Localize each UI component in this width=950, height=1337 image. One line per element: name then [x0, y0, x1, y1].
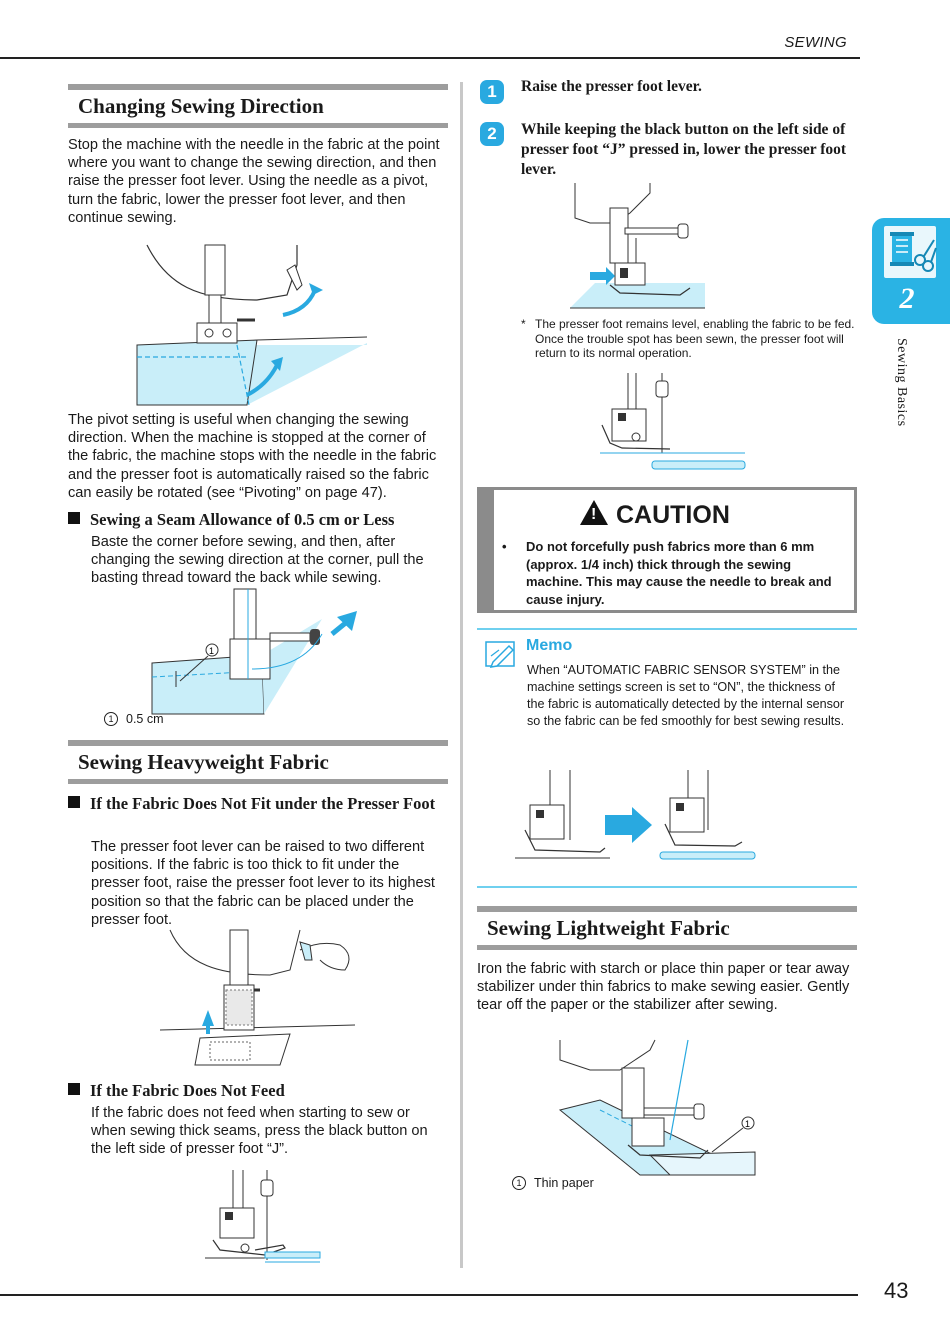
caution-item: • Do not forcefully push fabrics more th… — [502, 538, 842, 608]
seam-allowance-text: Baste the corner before sewing, and then… — [91, 534, 424, 587]
not-feed-text: If the fabric does not feed when startin… — [91, 1105, 428, 1158]
pivot-note: The pivot setting is useful when changin… — [68, 412, 437, 501]
step-1-text: Raise the presser foot lever. — [521, 78, 702, 95]
section-title: Changing Sewing Direction — [78, 94, 324, 118]
column-divider — [460, 82, 463, 1268]
footnote-mark: * — [521, 317, 526, 331]
lightweight-text: Iron the fabric with starch or place thi… — [477, 961, 850, 1014]
caution-text: Do not forcefully push fabrics more than… — [526, 539, 832, 607]
seam-allowance-illustration: 1 — [151, 588, 357, 715]
chapter-number: 2 — [899, 282, 915, 315]
heavy-fabric-illustration — [159, 929, 356, 1066]
section-heading-heavyweight: Sewing Heavyweight Fabric — [68, 740, 448, 784]
chapter-tab: 2 — [872, 218, 950, 324]
step-number-1: 1 — [480, 80, 504, 104]
svg-text:1: 1 — [209, 646, 214, 656]
header-rule — [0, 57, 860, 59]
not-fit-text: The presser foot lever can be raised to … — [91, 839, 435, 928]
black-button-foot-illustration — [205, 1170, 321, 1263]
not-fit-heading: If the Fabric Does Not Fit under the Pre… — [68, 793, 448, 814]
not-feed-heading: If the Fabric Does Not Feed — [68, 1080, 448, 1101]
section-heading-changing-direction: Changing Sewing Direction — [68, 84, 448, 128]
memo-text: When “AUTOMATIC FABRIC SENSOR SYSTEM” in… — [527, 663, 845, 728]
not-feed-title: If the Fabric Does Not Feed — [90, 1081, 285, 1100]
seam-allowance-callout: 1 0.5 cm — [104, 712, 164, 727]
callout-label: 0.5 cm — [126, 712, 164, 726]
seam-allowance-heading: Sewing a Seam Allowance of 0.5 cm or Les… — [68, 509, 448, 530]
not-fit-title: If the Fabric Does Not Fit under the Pre… — [90, 794, 436, 813]
thin-paper-illustration: 1 — [558, 1039, 756, 1176]
square-bullet-icon — [68, 796, 80, 808]
section-title: Sewing Lightweight Fabric — [487, 916, 730, 940]
caution-strip — [480, 490, 494, 610]
press-button-illustration — [570, 183, 705, 309]
caution-box: ! CAUTION • Do not forcefully push fabric… — [477, 487, 857, 613]
square-bullet-icon — [68, 512, 80, 524]
svg-text:1: 1 — [745, 1119, 750, 1129]
level-foot-illustration — [600, 373, 746, 470]
section-heading-lightweight: Sewing Lightweight Fabric — [477, 906, 857, 950]
memo-top-rule — [477, 628, 857, 630]
memo-label: Memo — [526, 637, 573, 654]
callout-number: 1 — [512, 1176, 526, 1190]
step-2-text: While keeping the black button on the le… — [521, 121, 847, 178]
footer-rule — [0, 1294, 858, 1296]
section-title: Sewing Heavyweight Fabric — [78, 750, 329, 774]
caution-title: CAUTION — [616, 501, 730, 529]
seam-allowance-title: Sewing a Seam Allowance of 0.5 cm or Les… — [90, 510, 395, 529]
memo-bottom-rule — [477, 886, 857, 888]
memo-pencil-icon — [485, 641, 515, 668]
changing-direction-intro: Stop the machine with the needle in the … — [68, 137, 440, 226]
callout-number: 1 — [104, 712, 118, 726]
footnote-text: The presser foot remains level, enabling… — [535, 317, 855, 360]
callout-label: Thin paper — [534, 1176, 594, 1190]
caution-heading: ! CAUTION — [580, 500, 730, 530]
fabric-sensor-illustration — [515, 770, 756, 860]
footnote: * The presser foot remains level, enabli… — [521, 317, 859, 361]
thin-paper-callout: 1 Thin paper — [512, 1176, 594, 1191]
chapter-label: Sewing Basics — [894, 338, 909, 427]
page-number: 43 — [884, 1278, 909, 1303]
header-section-label: SEWING — [784, 34, 847, 51]
square-bullet-icon — [68, 1083, 80, 1095]
pivot-illustration — [136, 244, 368, 406]
step-number-2: 2 — [480, 122, 504, 146]
caution-bullet: • — [502, 539, 507, 554]
warning-triangle-icon: ! — [580, 500, 608, 525]
thread-scissors-icon — [884, 226, 937, 278]
